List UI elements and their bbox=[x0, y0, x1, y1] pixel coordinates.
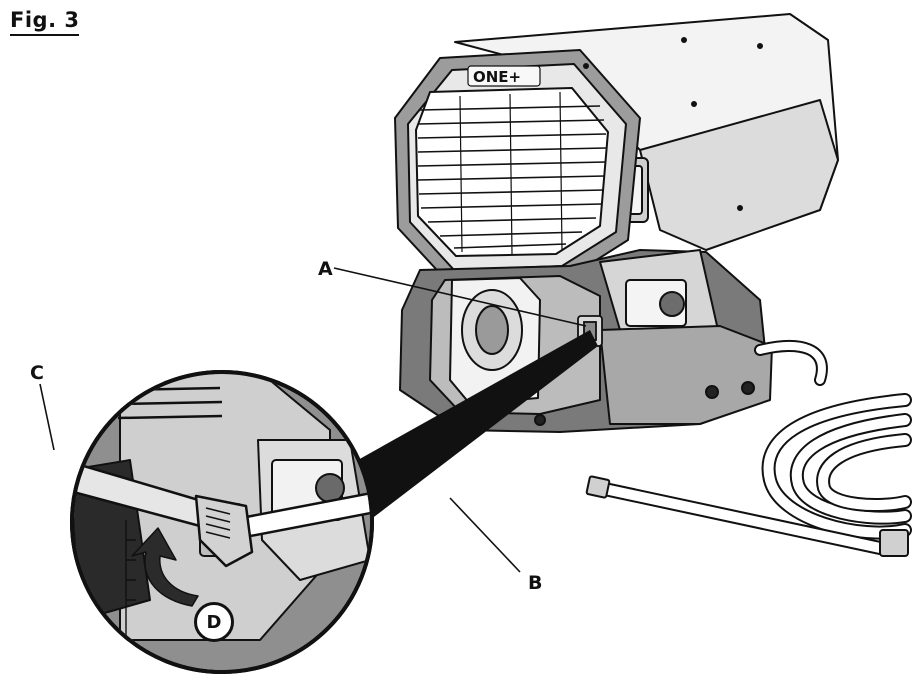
callout-label-d: D bbox=[194, 602, 234, 642]
callout-label-b: B bbox=[528, 572, 543, 594]
callout-label-a: A bbox=[318, 258, 333, 280]
hose-end-fitting bbox=[585, 475, 909, 557]
zoom-wedge bbox=[340, 330, 598, 520]
sprayer-side-panel bbox=[639, 99, 839, 251]
spray-hose bbox=[593, 339, 912, 555]
callout-label-d-text: D bbox=[206, 611, 222, 633]
brand-logo-text: ONE+ bbox=[473, 68, 521, 86]
leader-line-a bbox=[333, 267, 587, 327]
leader-line-b bbox=[449, 497, 521, 573]
leader-line-c bbox=[39, 383, 55, 451]
rotation-arrow bbox=[131, 527, 199, 607]
leader-lines bbox=[39, 267, 587, 573]
detail-zoom-circle bbox=[70, 370, 374, 674]
housing-screws bbox=[583, 37, 763, 211]
figure-title: Fig. 3 bbox=[10, 6, 80, 36]
callout-label-c: C bbox=[30, 362, 44, 384]
brand-logo: ONE+ bbox=[467, 65, 541, 87]
